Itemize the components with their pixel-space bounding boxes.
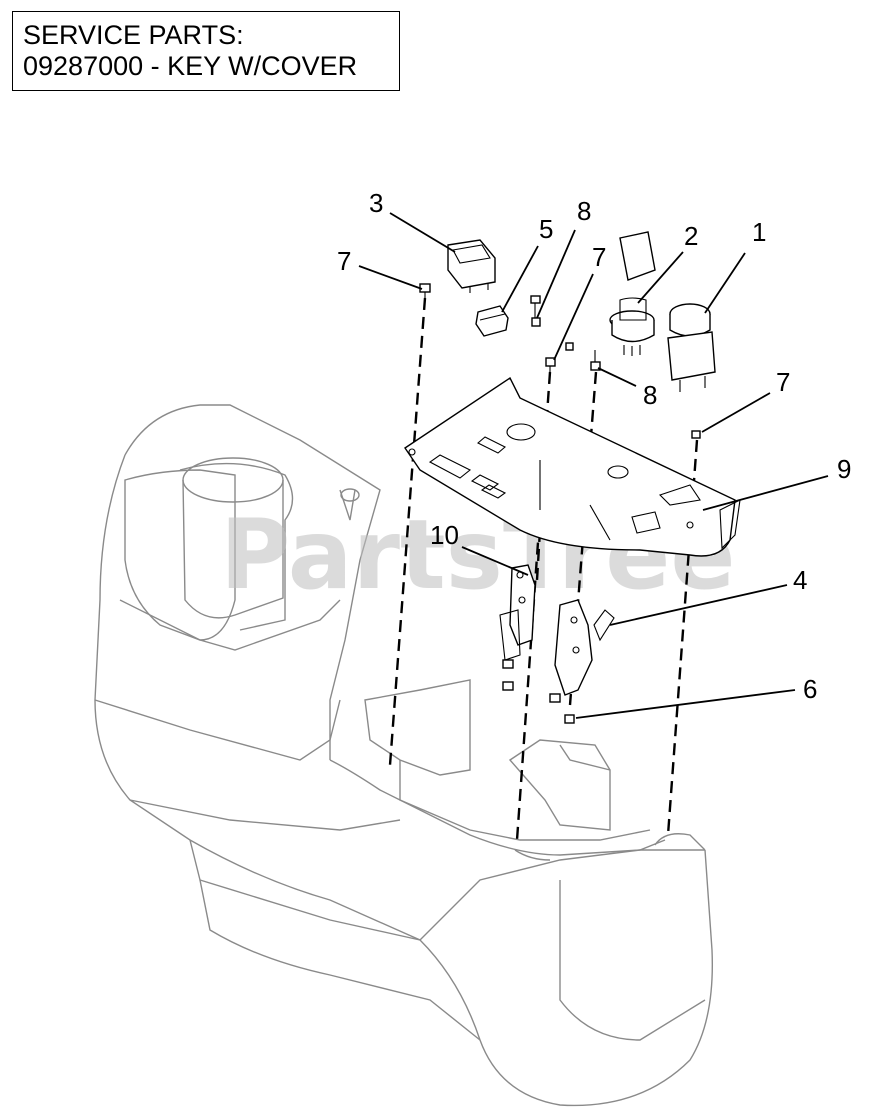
callout-3: 3 — [369, 188, 383, 218]
nut-part-6 — [564, 714, 575, 724]
service-parts-note: SERVICE PARTS: 09287000 - KEY W/COVER — [12, 11, 400, 91]
callout-1: 1 — [752, 217, 766, 247]
switch-assembly-part-4 — [549, 599, 615, 703]
callout-4: 4 — [793, 565, 807, 595]
service-part-number: 09287000 - KEY W/COVER — [23, 51, 358, 81]
leader-lines — [358, 212, 829, 719]
bracket-part-10 — [499, 564, 536, 691]
callout-7-left: 7 — [337, 246, 351, 276]
callout-8-top: 8 — [577, 196, 591, 226]
ignition-switch-part-2 — [609, 231, 656, 356]
switch-part-3 — [447, 239, 496, 293]
callout-labels: 3 5 8 7 2 1 7 8 7 9 10 4 6 — [337, 188, 851, 704]
service-parts-heading: SERVICE PARTS: — [23, 20, 244, 50]
callout-7-center: 7 — [592, 242, 606, 272]
pto-switch-part-1 — [667, 303, 716, 392]
callout-10: 10 — [430, 520, 459, 550]
callout-7-right: 7 — [776, 367, 790, 397]
mounting-plate — [404, 376, 741, 557]
callout-6: 6 — [803, 674, 817, 704]
screw-7-left — [419, 283, 431, 300]
screw-7-right — [691, 430, 701, 439]
callout-5: 5 — [539, 214, 553, 244]
callout-8-mid: 8 — [643, 380, 657, 410]
callout-2: 2 — [684, 221, 698, 251]
console-body — [94, 404, 714, 1107]
screw-7-center — [545, 357, 556, 374]
screw-8-mid — [590, 350, 601, 371]
screw-small — [565, 342, 574, 351]
screw-8-top — [530, 295, 541, 327]
switch-part-5 — [475, 305, 509, 337]
callout-9: 9 — [837, 454, 851, 484]
